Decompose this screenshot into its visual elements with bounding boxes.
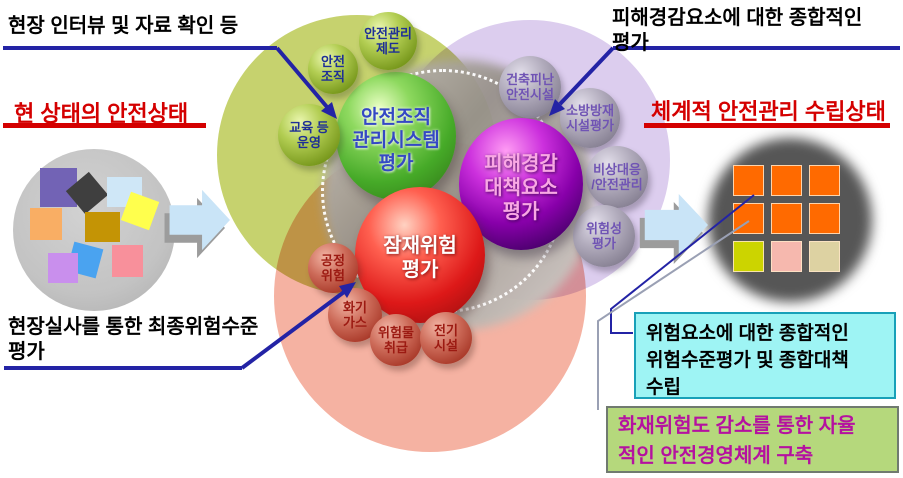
- grid-cell: [733, 241, 764, 272]
- color-square: [30, 208, 62, 240]
- color-square: [48, 253, 78, 283]
- annotation-bottom-left: 현장실사를 통한 최종위험수준 평가: [8, 316, 259, 363]
- callout-leader-lines: [597, 194, 755, 410]
- annotation-arrow-top-left: [3, 46, 337, 119]
- color-square: [112, 245, 143, 277]
- sphere-safety-org-system-eval: 안전조직 관리시스템 평가: [336, 72, 456, 200]
- current-state-circle: [13, 149, 175, 311]
- annotation-top-right: 피해경감요소에 대한 종합적인 평가: [612, 7, 863, 54]
- heading-target-underline: [644, 123, 890, 128]
- grid-cell: [771, 241, 802, 272]
- sphere-safety-organization: 안전 조직: [308, 44, 358, 94]
- sphere-building-evacuation: 건축피난 안전시설: [499, 56, 561, 118]
- annotation-arrow-bottom-left: [4, 282, 356, 370]
- annotation-top-left: 현장 인터뷰 및 자료 확인 등: [8, 15, 239, 37]
- grid-cell: [771, 203, 802, 234]
- annotation-arrow-top-right: [549, 46, 900, 116]
- grid-cell: [809, 165, 840, 196]
- heading-target-state: 체계적 안전관리 수립상태: [651, 99, 886, 124]
- sphere-risk-assessment: 위험성 평가: [573, 205, 635, 267]
- fire-risk-reduction-box: 화재위험도 감소를 통한 자율 적인 안전경영체계 구축: [606, 406, 899, 473]
- grid-cell: [809, 241, 840, 272]
- grid-cell: [809, 203, 840, 234]
- color-square: [85, 212, 120, 242]
- sphere-education-operation: 교육 등 운영: [278, 104, 340, 166]
- sphere-emergency-response: 비상대응 /안전관리: [586, 146, 648, 208]
- heading-current-underline: [3, 123, 206, 128]
- sphere-fire-facility-eval: 소방방재 시설평가: [560, 88, 620, 148]
- sphere-electric-facility: 전기 시설: [420, 312, 472, 364]
- risk-level-eval-box: 위험요소에 대한 종합적인 위험수준평가 및 종합대책 수립: [634, 312, 896, 399]
- target-state-grid: [733, 165, 845, 277]
- heading-current-state: 현 상태의 안전상태: [14, 101, 189, 126]
- sphere-hazmat-handling: 위험물 취급: [370, 314, 422, 366]
- grid-cell: [771, 165, 802, 196]
- sphere-safety-mgmt-system: 안전관리 제도: [359, 12, 417, 70]
- grid-cell: [733, 165, 764, 196]
